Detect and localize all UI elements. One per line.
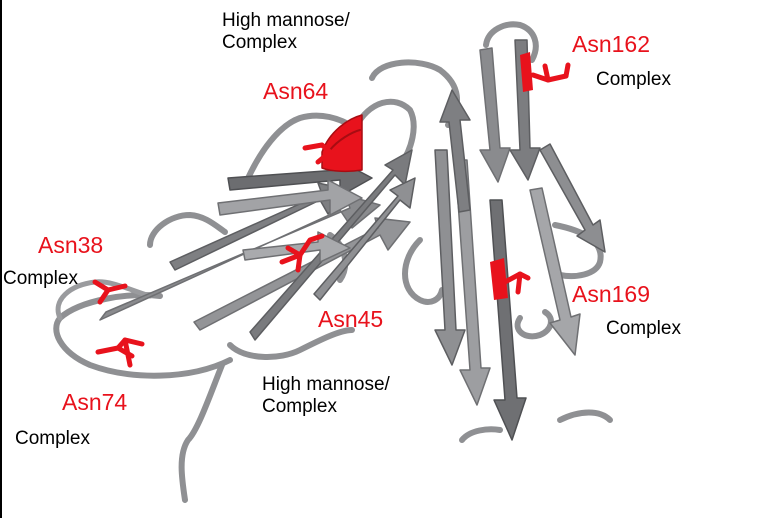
loop-right-lower xyxy=(557,409,613,423)
glycan-label-asn64: High mannose/Complex xyxy=(222,10,350,53)
sidechain-asn64 xyxy=(302,142,333,165)
sidechain-asn45 xyxy=(279,233,325,273)
loop-left-lower xyxy=(53,291,233,379)
strand-5 xyxy=(217,179,363,216)
site-label-asn45: Asn45 xyxy=(318,306,384,332)
red-patch-asn169 xyxy=(490,258,508,300)
loop-top xyxy=(242,112,358,188)
strand-8 xyxy=(242,231,351,263)
sidechain-asn74 xyxy=(95,337,145,368)
loop-tail xyxy=(178,362,225,503)
site-label-asn169: Asn169 xyxy=(572,281,651,307)
sidechain-asn38 xyxy=(92,279,128,305)
sidechain-asn162 xyxy=(530,62,571,83)
glycan-label-asn45: High mannose/Complex xyxy=(262,374,390,417)
strand-7 xyxy=(313,177,416,301)
glycan-label-asn38: Complex xyxy=(3,268,78,289)
strand-r8 xyxy=(539,143,606,253)
site-label-asn64: Asn64 xyxy=(263,78,329,104)
strand-1 xyxy=(99,194,381,321)
loop-right-top xyxy=(483,21,539,63)
loop-right-side xyxy=(552,222,604,280)
helix-asn64 xyxy=(321,114,363,173)
loop-top-left xyxy=(147,212,228,248)
strand-r7 xyxy=(439,89,471,213)
strand-r6 xyxy=(529,187,581,356)
loop-top-right xyxy=(352,98,417,168)
loop-right-mid xyxy=(402,237,445,305)
strand-r1 xyxy=(479,47,511,183)
glycan-label-asn74: Complex xyxy=(15,428,90,449)
sidechain-asn169 xyxy=(502,271,531,295)
right-domain xyxy=(402,21,613,443)
strand-r4 xyxy=(454,159,491,406)
strand-r3 xyxy=(434,149,466,366)
site-label-asn38: Asn38 xyxy=(38,232,104,258)
glycan-label-asn162: Complex xyxy=(596,69,671,90)
glycan-label-asn169: Complex xyxy=(606,318,681,339)
loop-right-bottom xyxy=(459,426,503,443)
loop-right-coil xyxy=(514,309,554,340)
left-border-line xyxy=(0,0,2,518)
site-label-asn162: Asn162 xyxy=(572,31,651,57)
left-domain xyxy=(53,59,461,503)
site-label-asn74: Asn74 xyxy=(62,389,128,415)
red-patch-asn162 xyxy=(520,52,533,92)
loop-bottom xyxy=(227,327,355,360)
